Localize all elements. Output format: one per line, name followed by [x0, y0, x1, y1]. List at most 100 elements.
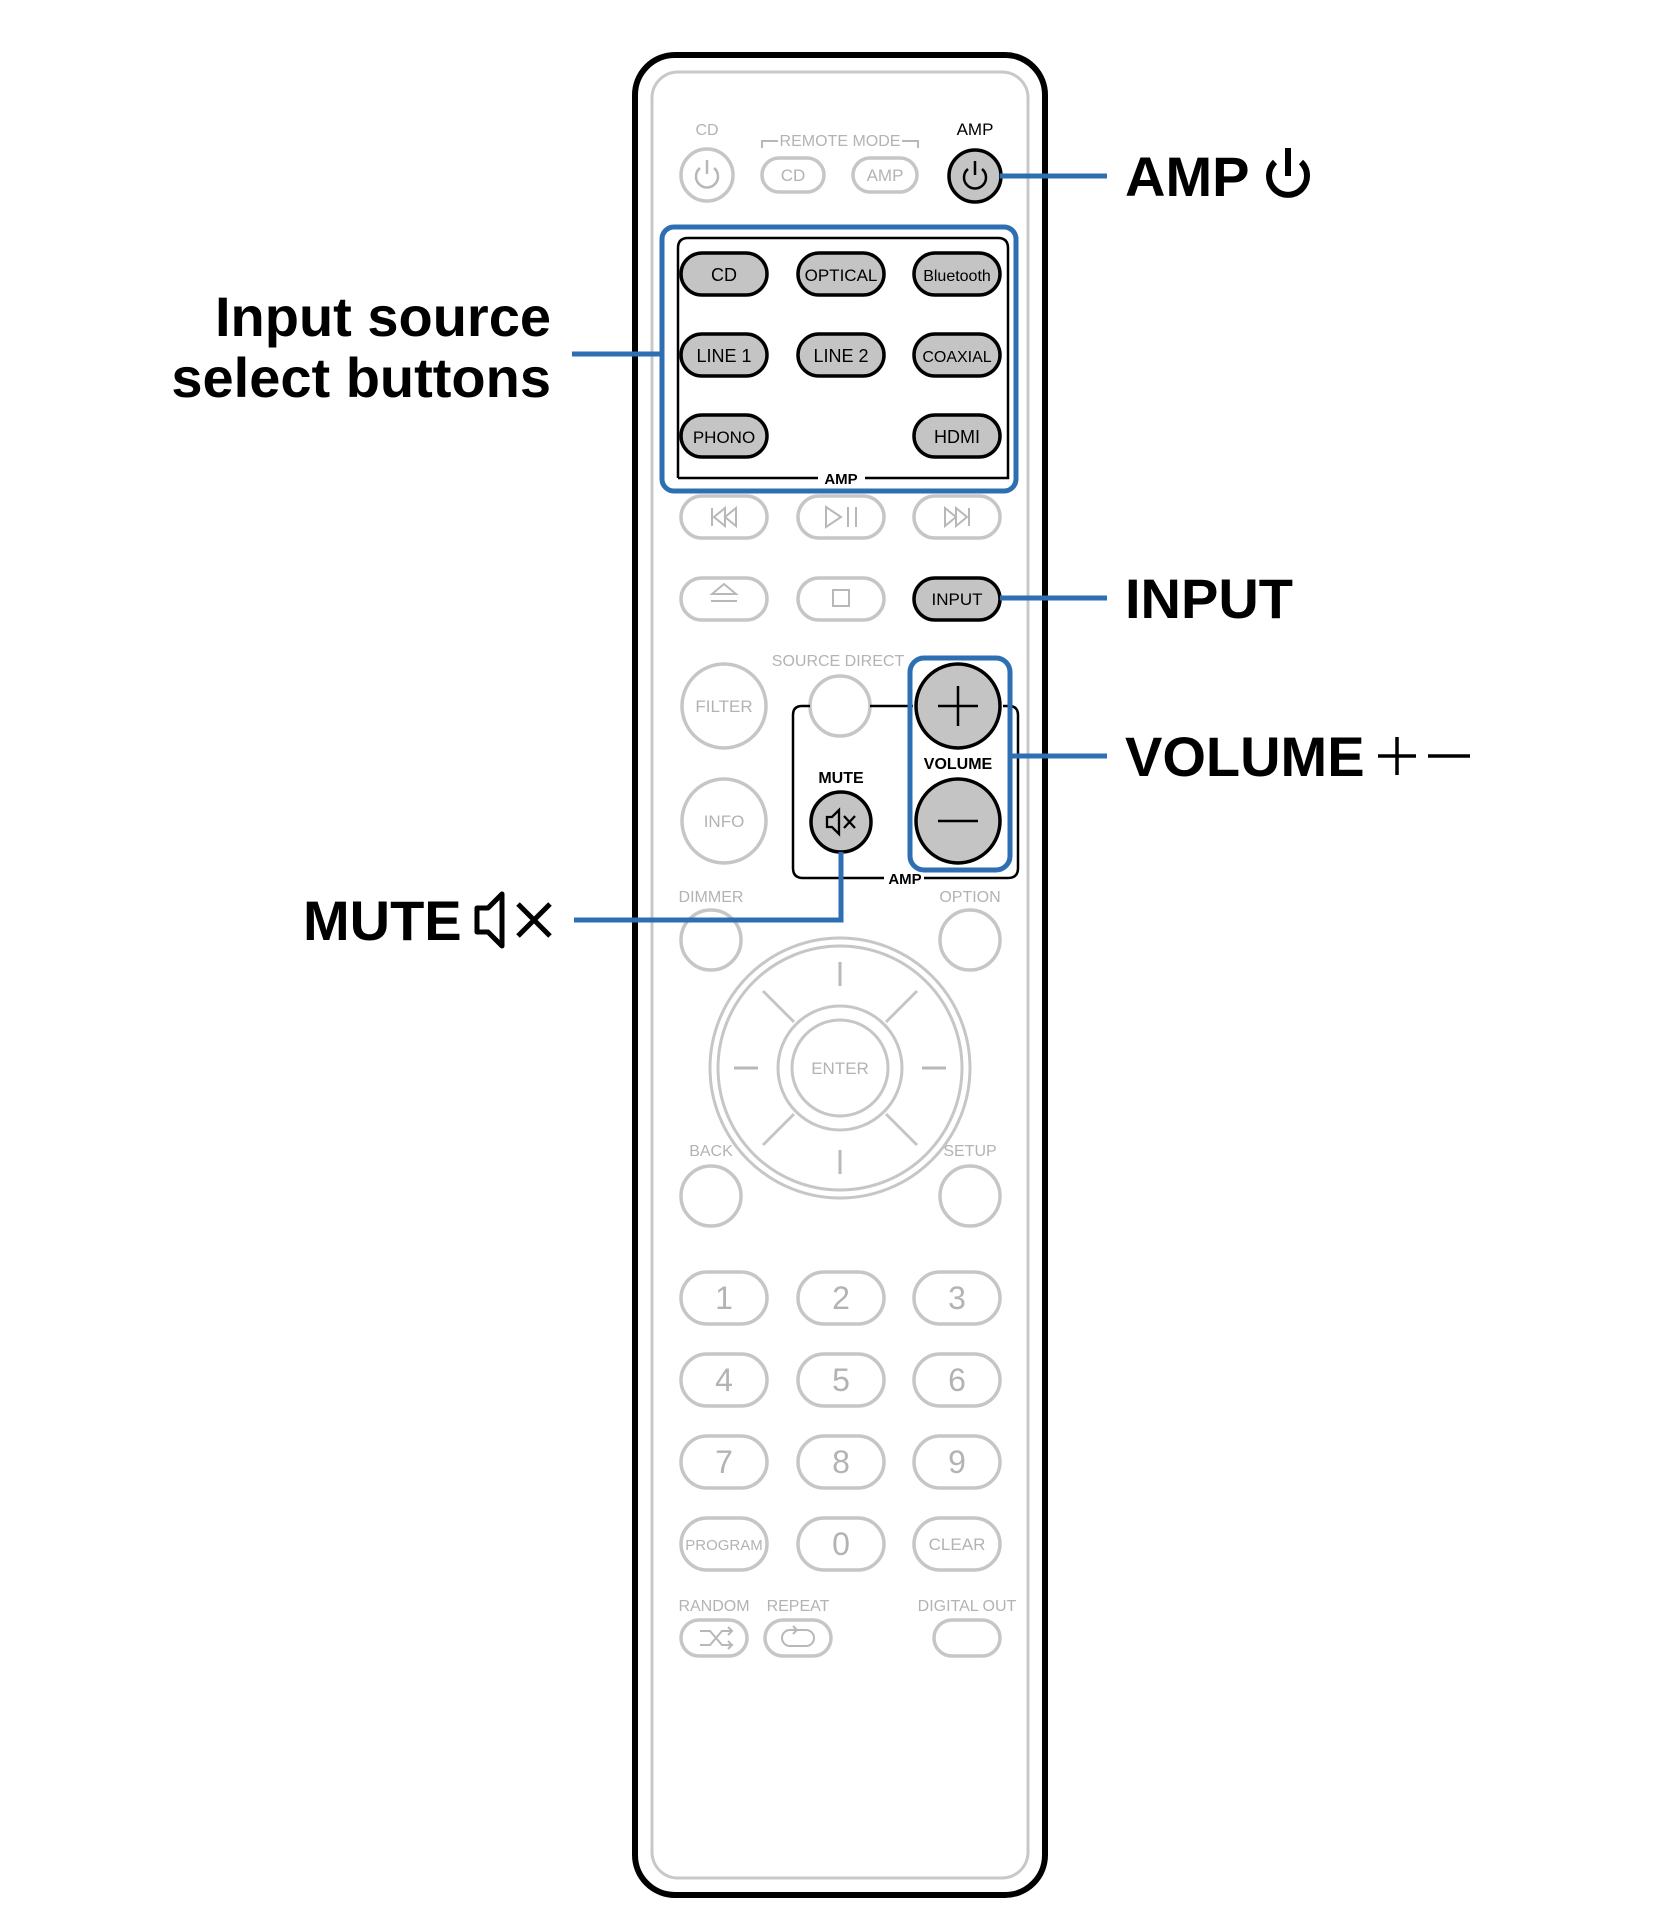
source-line2-label: LINE 2 — [813, 346, 868, 366]
num-1-label: 1 — [715, 1280, 733, 1316]
amp-volume-group-label: AMP — [888, 871, 921, 888]
dimmer-button[interactable] — [679, 908, 743, 972]
input-source-callout-line2: select buttons — [171, 346, 551, 409]
info-button[interactable] — [680, 777, 768, 865]
amp-source-bracket — [676, 236, 1010, 480]
plus-minus-icon — [1378, 737, 1470, 775]
remote-mode-bracket — [761, 140, 919, 148]
num-6-label: 6 — [948, 1362, 966, 1398]
remote-mode-amp-button[interactable] — [851, 156, 919, 194]
volume-highlight — [907, 655, 1013, 873]
amp-power-button[interactable] — [947, 148, 1003, 204]
num-7-label: 7 — [715, 1444, 733, 1480]
cd-power-icon — [694, 160, 720, 189]
source-cd-button[interactable] — [679, 251, 769, 297]
amp-source-group-label: AMP — [824, 471, 857, 488]
mute-speaker-icon — [474, 891, 552, 949]
source-bluetooth-label: Bluetooth — [923, 268, 991, 285]
input-callout-text: INPUT — [1125, 567, 1293, 630]
num-2-label: 2 — [832, 1280, 850, 1316]
cd-power-button[interactable] — [679, 147, 735, 203]
random-button[interactable] — [679, 1618, 749, 1658]
remote-mode-label: REMOTE MODE — [780, 133, 901, 150]
repeat-button[interactable] — [763, 1618, 833, 1658]
num-0-button[interactable] — [796, 1516, 886, 1572]
program-button[interactable] — [679, 1516, 769, 1572]
input-source-highlight — [659, 224, 1019, 494]
num-5-label: 5 — [832, 1362, 850, 1398]
skip-forward-icon — [944, 505, 970, 529]
num-2-button[interactable] — [796, 1270, 886, 1326]
mute-label: MUTE — [818, 770, 864, 787]
source-bluetooth-button[interactable] — [912, 251, 1002, 297]
shuffle-icon — [700, 1626, 734, 1650]
mute-callout-text: MUTE — [303, 889, 462, 952]
digital-out-label: DIGITAL OUT — [918, 1598, 1017, 1615]
input-button-label: INPUT — [932, 590, 983, 609]
option-button[interactable] — [938, 908, 1002, 972]
mute-callout-line — [574, 852, 844, 923]
source-phono-label: PHONO — [693, 428, 755, 447]
source-line1-button[interactable] — [679, 332, 769, 378]
num-9-label: 9 — [948, 1444, 966, 1480]
random-label: RANDOM — [678, 1598, 749, 1615]
input-source-callout-line1: Input source — [215, 285, 551, 348]
remote-mode-cd-button[interactable] — [760, 156, 826, 194]
source-direct-button[interactable] — [808, 674, 872, 738]
filter-button[interactable] — [680, 662, 768, 750]
dimmer-label: DIMMER — [679, 889, 744, 906]
clear-label: CLEAR — [929, 1535, 986, 1554]
mute-button[interactable] — [809, 790, 873, 854]
volume-label: VOLUME — [924, 756, 993, 773]
setup-label: SETUP — [943, 1143, 996, 1160]
enter-label: ENTER — [811, 1059, 869, 1078]
stop-button[interactable] — [796, 576, 886, 622]
num-4-label: 4 — [715, 1362, 733, 1398]
volume-callout-text: VOLUME — [1125, 725, 1365, 788]
num-8-button[interactable] — [796, 1434, 886, 1490]
play-pause-icon — [825, 505, 857, 529]
eject-icon — [709, 582, 739, 602]
setup-button[interactable] — [938, 1164, 1002, 1228]
num-0-label: 0 — [832, 1526, 850, 1562]
source-coaxial-label: COAXIAL — [922, 349, 991, 366]
plus-icon — [938, 686, 978, 726]
source-hdmi-label: HDMI — [934, 427, 980, 447]
eject-button[interactable] — [679, 576, 769, 622]
source-coaxial-button[interactable] — [912, 332, 1002, 378]
num-1-button[interactable] — [679, 1270, 769, 1326]
digital-out-button[interactable] — [932, 1618, 1002, 1658]
amp-volume-bracket — [791, 704, 1020, 880]
program-label: PROGRAM — [685, 1537, 763, 1554]
amp-callout-text: AMP — [1125, 145, 1249, 208]
source-line1-label: LINE 1 — [696, 346, 751, 366]
amp-power-icon — [962, 161, 988, 190]
source-phono-button[interactable] — [679, 413, 769, 459]
source-direct-label: SOURCE DIRECT — [772, 653, 905, 670]
num-5-button[interactable] — [796, 1352, 886, 1408]
num-7-button[interactable] — [679, 1434, 769, 1490]
option-label: OPTION — [939, 889, 1000, 906]
filter-label: FILTER — [695, 697, 752, 716]
num-6-button[interactable] — [912, 1352, 1002, 1408]
repeat-label: REPEAT — [767, 1598, 830, 1615]
num-8-label: 8 — [832, 1444, 850, 1480]
mute-icon — [825, 807, 856, 837]
clear-button[interactable] — [912, 1516, 1002, 1572]
num-4-button[interactable] — [679, 1352, 769, 1408]
repeat-icon — [781, 1625, 815, 1647]
source-hdmi-button[interactable] — [912, 413, 1002, 459]
enter-button[interactable] — [790, 1018, 890, 1118]
amp-power-label: AMP — [957, 120, 994, 139]
num-3-button[interactable] — [912, 1270, 1002, 1326]
num-9-button[interactable] — [912, 1434, 1002, 1490]
info-label: INFO — [704, 812, 745, 831]
num-3-label: 3 — [948, 1280, 966, 1316]
source-optical-button[interactable] — [796, 251, 886, 297]
source-optical-label: OPTICAL — [805, 266, 878, 285]
skip-back-icon — [711, 505, 737, 529]
back-label: BACK — [689, 1143, 733, 1160]
cd-power-label: CD — [695, 122, 718, 139]
back-button[interactable] — [679, 1164, 743, 1228]
source-line2-button[interactable] — [796, 332, 886, 378]
